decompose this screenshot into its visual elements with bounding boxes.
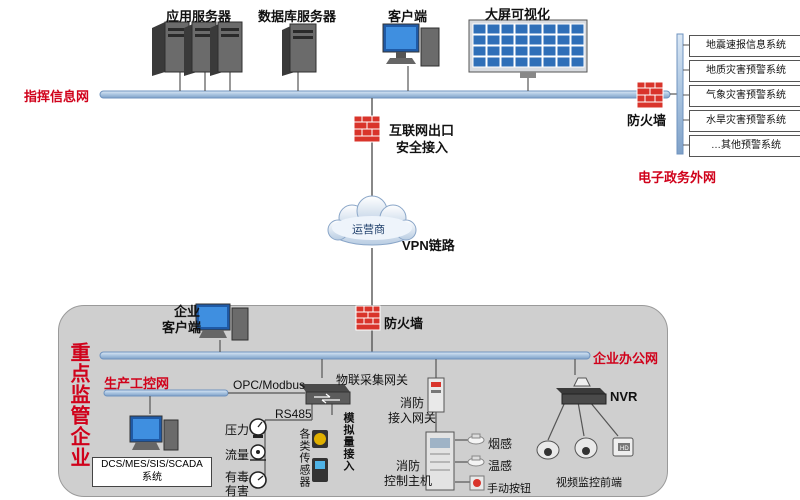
warning-system-item: 气象灾害预警系统 xyxy=(689,85,800,107)
office-network-label: 企业办公网 xyxy=(593,351,659,366)
cloud-label: 运营商 xyxy=(352,224,385,236)
fire-host-label: 消防 xyxy=(396,459,421,473)
pressure-label: 压力 xyxy=(225,423,250,437)
fire-gateway-label: 消防 xyxy=(400,396,425,410)
gateway-label: 物联采集网关 xyxy=(336,373,409,387)
fire-host-sublabel: 控制主机 xyxy=(384,474,433,488)
enterprise-firewall-label: 防火墙 xyxy=(384,316,424,331)
enterprise-client-sublabel: 客户端 xyxy=(162,320,202,335)
app-servers-label: 应用服务器 xyxy=(166,9,232,24)
bigscreen-label: 大屏可视化 xyxy=(485,7,551,22)
warning-system-item: 地质灾害预警系统 xyxy=(689,60,800,82)
opc-label: OPC/Modbus xyxy=(233,378,306,392)
fire-gateway-sublabel: 接入网关 xyxy=(388,411,437,425)
svg-text:HD: HD xyxy=(620,446,629,452)
nvr-label: NVR xyxy=(610,389,638,404)
manual-button-label: 手动按钮 xyxy=(487,483,531,495)
smoke-label: 烟感 xyxy=(488,437,513,451)
command-network-label: 指挥信息网 xyxy=(24,89,90,104)
warning-system-item: 地震速报信息系统 xyxy=(689,35,800,57)
toxic-sublabel: 有害 xyxy=(225,484,250,498)
warning-system-item: …其他预警系统 xyxy=(689,135,800,157)
enterprise-title: 重点监管企业 xyxy=(67,342,89,468)
analog-input-label: 模拟量接入 xyxy=(342,412,354,472)
vpn-label: VPN链路 xyxy=(402,238,455,253)
prod-network-label: 生产工控网 xyxy=(104,376,170,391)
egov-network-label: 电子政务外网 xyxy=(638,170,717,185)
firewall-right-label: 防火墙 xyxy=(627,113,667,128)
internet-exit-label: 互联网出口 xyxy=(389,123,455,138)
sensors-label: 各类传感器 xyxy=(298,428,310,488)
flow-label: 流量 xyxy=(225,448,250,462)
warning-system-item: 水旱灾害预警系统 xyxy=(689,110,800,132)
video-front-label: 视频监控前端 xyxy=(556,477,622,489)
db-servers-label: 数据库服务器 xyxy=(258,9,337,24)
client-label: 客户端 xyxy=(388,9,428,24)
temp-label: 温感 xyxy=(488,459,513,473)
dcs-system-name: DCS/MES/SIS/SCADA xyxy=(101,459,203,470)
internet-exit-sublabel: 安全接入 xyxy=(396,140,449,155)
dcs-system-suffix: 系统 xyxy=(142,472,162,483)
rs485-label: RS485 xyxy=(275,407,312,421)
toxic-label: 有毒 xyxy=(225,470,250,484)
enterprise-client-label: 企业 xyxy=(174,304,201,319)
dcs-system-label: DCS/MES/SIS/SCADA 系统 xyxy=(92,457,212,487)
